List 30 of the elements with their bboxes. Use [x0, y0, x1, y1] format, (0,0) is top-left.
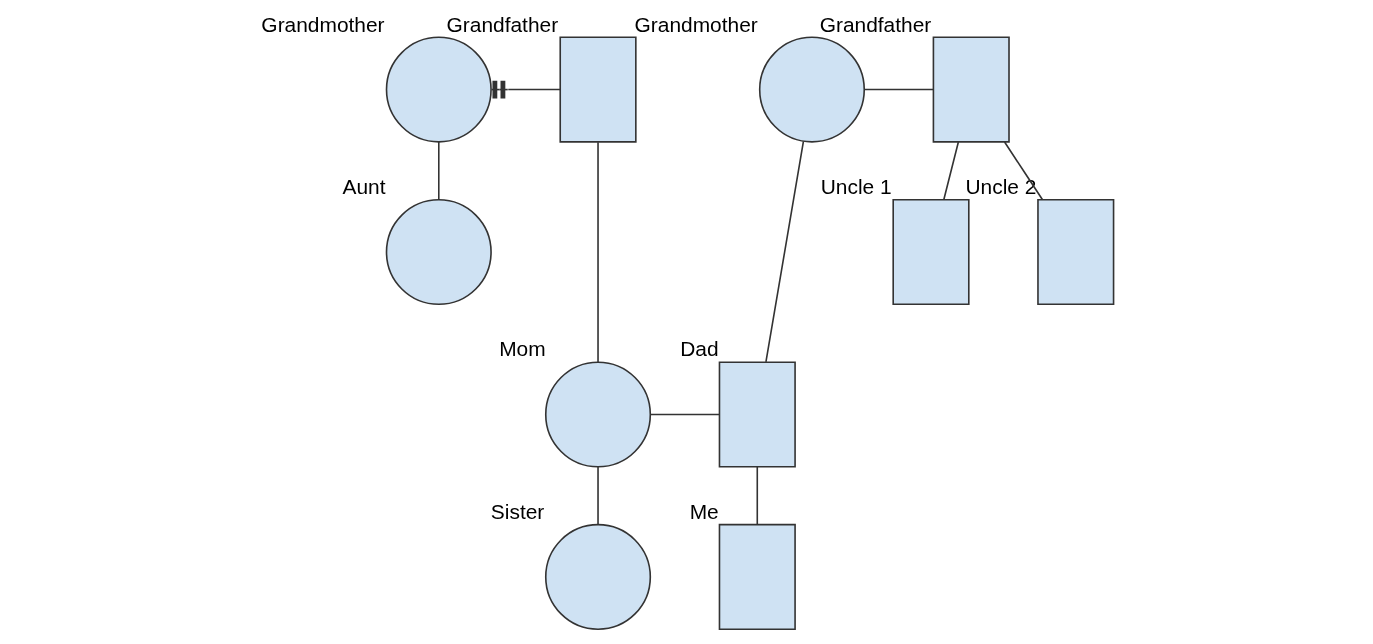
node-label: Mom — [499, 337, 546, 361]
node-label: Uncle 1 — [820, 174, 892, 198]
node-box — [559, 36, 637, 143]
node-circle — [544, 361, 652, 468]
connector — [438, 141, 440, 201]
connector — [597, 466, 599, 526]
connector — [765, 140, 805, 363]
node-label: Grandfather — [819, 12, 932, 36]
connector — [1003, 141, 1044, 201]
connector — [650, 413, 721, 416]
node-box — [718, 361, 796, 468]
node-circle — [544, 523, 652, 631]
node-label: Grandmother — [261, 12, 385, 36]
node-label: Sister — [490, 499, 545, 523]
node-box — [892, 198, 970, 306]
node-box — [932, 36, 1010, 143]
connector — [943, 141, 960, 201]
connector — [864, 88, 935, 91]
node-box — [1037, 198, 1115, 306]
node-circle — [758, 36, 866, 143]
node-label: Dad — [680, 337, 719, 361]
node-circle — [385, 198, 492, 306]
node-box — [718, 523, 796, 631]
node-circle — [385, 36, 492, 143]
node-label: Me — [689, 499, 719, 523]
node-label: Grandmother — [634, 12, 758, 36]
connector — [756, 466, 759, 526]
node-label: Grandfather — [446, 12, 559, 36]
connector — [597, 141, 599, 363]
node-label: Aunt — [342, 174, 386, 198]
